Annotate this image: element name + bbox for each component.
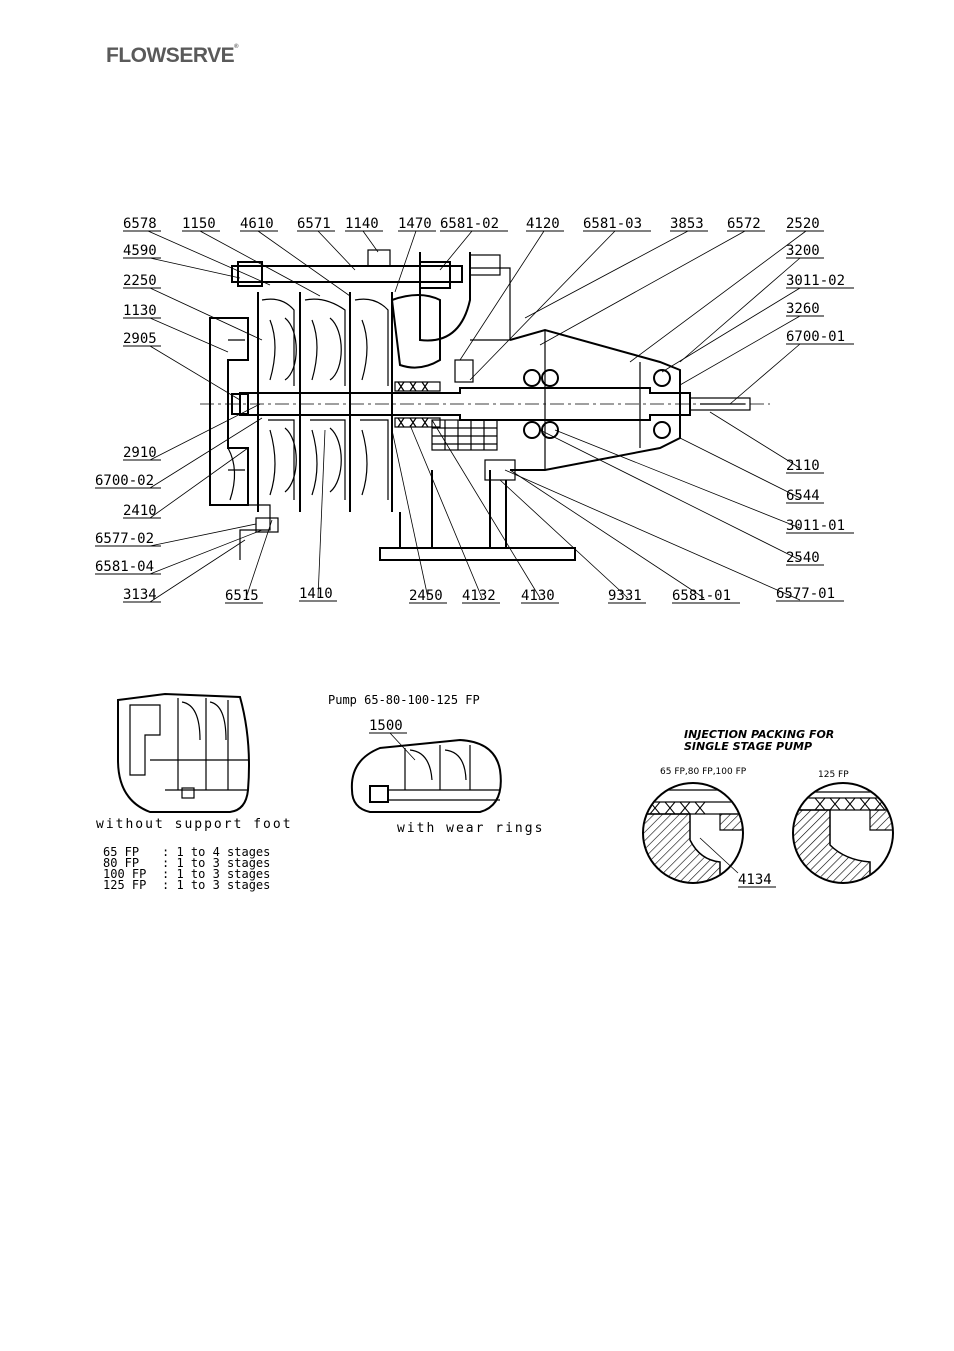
stage-model: 80 FP <box>103 856 139 870</box>
part-label: 2905 <box>123 331 157 347</box>
part-label: 2110 <box>786 458 820 474</box>
stage-model: 100 FP <box>103 867 146 881</box>
part-label: 3853 <box>670 216 704 232</box>
labels-right: 3200 3011-02 3260 6700-01 2110 6544 3011… <box>776 243 854 602</box>
stage-range: : 1 to 3 stages <box>162 867 270 881</box>
stage-range: : 1 to 3 stages <box>162 878 270 892</box>
flowserve-logo: FLOWSERVE® <box>106 44 239 67</box>
part-label: 4134 <box>738 872 772 888</box>
part-label: 6544 <box>786 488 820 504</box>
part-label: 2520 <box>786 216 820 232</box>
detail-with-wear-rings: Pump 65-80-100-125 FP 1500 with wear rin… <box>328 693 544 836</box>
part-label: 2450 <box>409 588 443 604</box>
labels-top: 6578 1150 4610 6571 1140 1470 6581-02 41… <box>123 216 824 232</box>
part-label: 6581-02 <box>440 216 499 232</box>
part-label: 4120 <box>526 216 560 232</box>
part-label: 1470 <box>398 216 432 232</box>
detail-caption: with wear rings <box>397 821 544 836</box>
part-label: 6581-01 <box>672 588 731 604</box>
labels-left: 4590 2250 1130 2905 2910 6700-02 2410 65… <box>95 243 161 603</box>
detail-caption: without support foot <box>96 817 293 832</box>
part-label: 3011-02 <box>786 273 845 289</box>
detail-title: SINGLE STAGE PUMP <box>684 740 812 753</box>
part-label: 6515 <box>225 588 259 604</box>
part-label: 6571 <box>297 216 331 232</box>
part-label: 6700-02 <box>95 473 154 489</box>
part-label: 1140 <box>345 216 379 232</box>
part-label: 9331 <box>608 588 642 604</box>
stage-model: 65 FP <box>103 845 139 859</box>
detail-title: INJECTION PACKING FOR <box>684 728 834 741</box>
part-label: 6581-03 <box>583 216 642 232</box>
part-label: 6700-01 <box>786 329 845 345</box>
stage-range: : 1 to 4 stages <box>162 845 270 859</box>
stage-range: : 1 to 3 stages <box>162 856 270 870</box>
part-label: 4590 <box>123 243 157 259</box>
part-label: 1500 <box>369 718 403 734</box>
leader-lines <box>147 230 807 603</box>
detail-title: Pump 65-80-100-125 FP <box>328 693 480 707</box>
part-label: 1150 <box>182 216 216 232</box>
part-label: 2910 <box>123 445 157 461</box>
detail-models: 65 FP,80 FP,100 FP <box>660 767 747 777</box>
pump-assembly <box>200 249 770 561</box>
part-label: 2250 <box>123 273 157 289</box>
part-label: 3260 <box>786 301 820 317</box>
detail-models: 125 FP <box>818 770 849 780</box>
part-label: 6577-02 <box>95 531 154 547</box>
part-label: 1410 <box>299 586 333 602</box>
part-label: 3011-01 <box>786 518 845 534</box>
part-label: 6581-04 <box>95 559 154 575</box>
part-label: 4130 <box>521 588 555 604</box>
part-label: 3134 <box>123 587 157 603</box>
labels-bottom: 6515 1410 2450 4132 4130 9331 6581-01 <box>225 586 740 604</box>
part-label: 1130 <box>123 303 157 319</box>
part-label: 2410 <box>123 503 157 519</box>
detail-injection-packing: INJECTION PACKING FOR SINGLE STAGE PUMP … <box>642 728 894 888</box>
part-label: 6572 <box>727 216 761 232</box>
part-label: 4610 <box>240 216 274 232</box>
detail-without-support-foot: without support foot 65 FP : 1 to 4 stag… <box>96 692 293 892</box>
part-label: 2540 <box>786 550 820 566</box>
part-label: 6577-01 <box>776 586 835 602</box>
part-label: 6578 <box>123 216 157 232</box>
part-label: 4132 <box>462 588 496 604</box>
part-label: 3200 <box>786 243 820 259</box>
stage-model: 125 FP <box>103 878 146 892</box>
